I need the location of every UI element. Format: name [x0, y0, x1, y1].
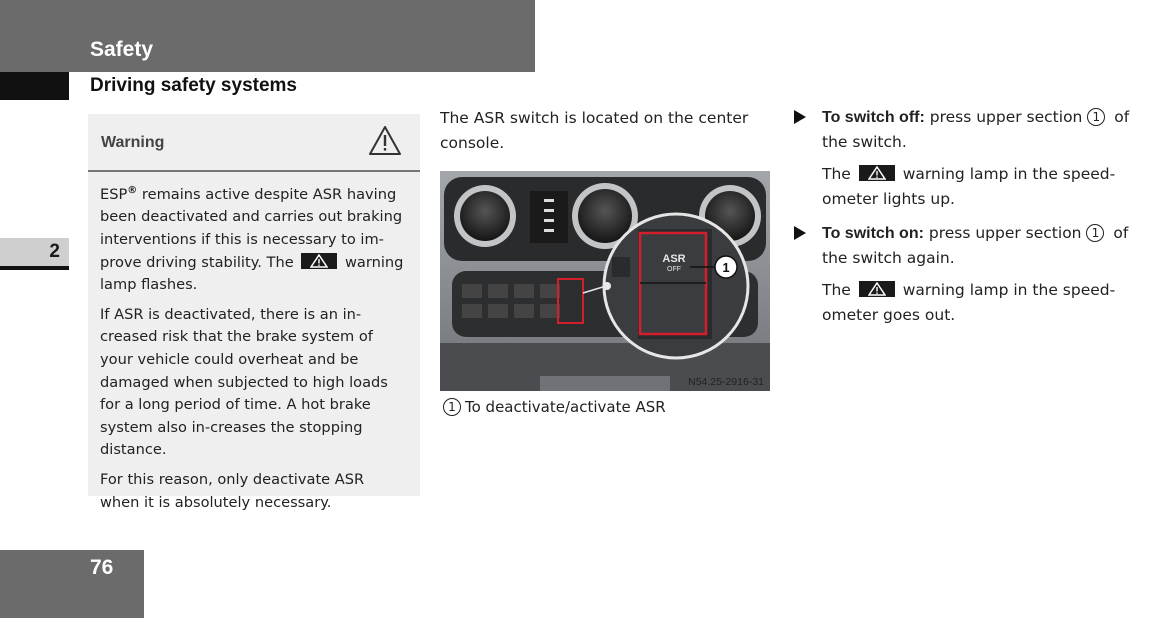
step-switch-on: To switch on: press upper section 1 of t…	[794, 221, 1134, 271]
warning-body: ESP® remains active despite ASR having b…	[88, 172, 420, 514]
header-title: Safety	[90, 38, 154, 61]
step-number-circle: 1	[1086, 224, 1105, 242]
warning-header: Warning	[88, 114, 420, 172]
figure-code: N54.25-2916-31	[688, 376, 764, 388]
warning-box: Warning ESP® remains active despite ASR …	[88, 114, 420, 511]
result-switch-off: The warning lamp in the speed-ometer lig…	[822, 165, 1116, 208]
step-number-circle: 1	[1087, 108, 1106, 126]
caption-text: To deactivate/activate ASR	[465, 398, 666, 416]
chapter-number: 2	[49, 241, 60, 262]
arrow-right-icon	[794, 226, 806, 240]
warning-lamp-icon	[858, 165, 895, 181]
section-title: Driving safety systems	[90, 75, 297, 96]
console-illustration: 1 ASR OFF	[440, 171, 770, 391]
warning-paragraph-3: For this reason, only deactivate ASR whe…	[100, 470, 365, 511]
instructions-column: To switch off: press upper section 1 of …	[794, 105, 1134, 337]
page-number-box: 76	[0, 550, 144, 618]
warning-lamp-icon	[858, 281, 895, 297]
callout-number: 1	[722, 260, 729, 275]
caption-number-circle: 1	[443, 398, 461, 416]
arrow-right-icon	[794, 110, 806, 124]
warning-label: Warning	[101, 134, 165, 151]
intro-text: The ASR switch is located on the center …	[440, 109, 749, 152]
result-switch-on: The warning lamp in the speed-ometer goe…	[822, 281, 1116, 324]
warning-paragraph-1: ESP® remains active despite ASR having b…	[100, 185, 404, 294]
page-number: 76	[90, 556, 114, 579]
warning-triangle-icon	[369, 126, 401, 155]
header-bar	[0, 0, 535, 72]
center-console-figure: 1 ASR OFF N54.25-2916-31	[440, 171, 770, 391]
off-label: OFF	[667, 266, 681, 273]
warning-paragraph-2: If ASR is deactivated, there is an in-cr…	[100, 305, 388, 459]
asr-label: ASR	[662, 253, 685, 265]
section-marker	[0, 72, 69, 100]
step-switch-off: To switch off: press upper section 1 of …	[794, 105, 1134, 155]
warning-lamp-icon	[301, 252, 338, 269]
chapter-tab: 2	[0, 238, 69, 270]
